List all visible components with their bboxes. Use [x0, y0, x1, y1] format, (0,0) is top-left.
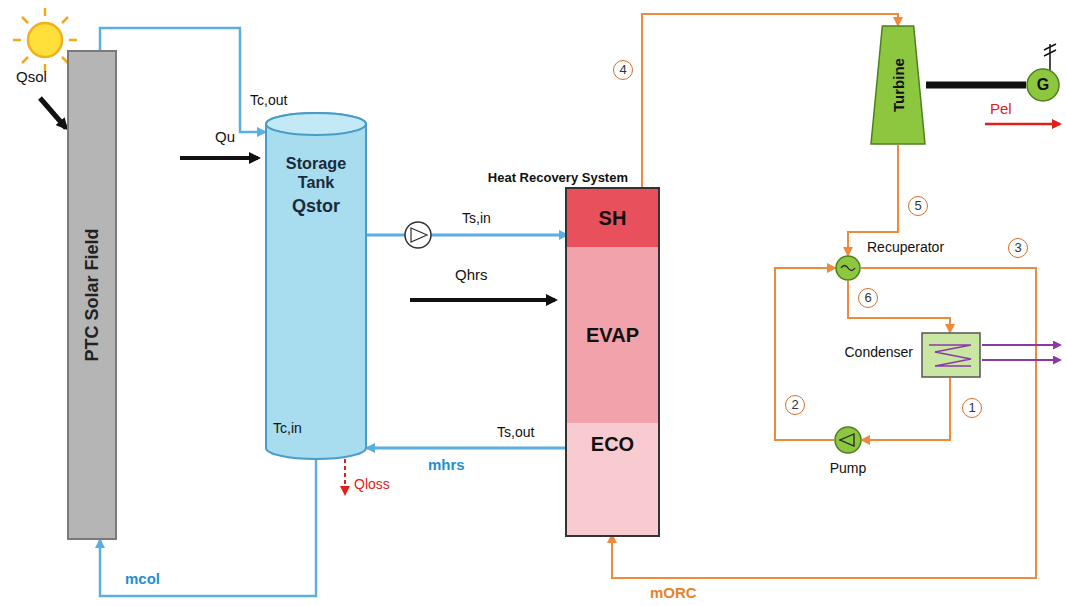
turbine: Turbine — [870, 25, 926, 145]
component-label: Pump — [830, 460, 867, 476]
power-output-arrow — [985, 123, 1060, 126]
temperature-label: Tc,in — [273, 420, 302, 436]
orc-pump-outline — [834, 426, 862, 454]
hrs-heat-arrow — [410, 298, 555, 302]
pipe-connector — [848, 145, 898, 255]
component-label: Condenser — [845, 344, 914, 360]
callout-number: 4 — [613, 60, 633, 80]
ground-symbol — [1044, 44, 1056, 70]
pipe-connector — [642, 14, 898, 189]
field-title: PTC Solar Field — [82, 228, 103, 361]
unit-heading: Heat Recovery System — [488, 170, 628, 185]
temperature-label: Tc,out — [250, 92, 287, 108]
power-label: Pel — [990, 100, 1012, 117]
pipe-connector — [367, 447, 567, 450]
useful-heat-arrow — [180, 156, 258, 160]
callout-number: 6 — [858, 288, 878, 308]
storage-tank: Storage TankQstor — [265, 112, 367, 460]
evaporator-band: EVAP — [567, 247, 658, 423]
heat-flow-label: Qsol — [16, 68, 47, 85]
cooling-water-line — [982, 359, 1060, 361]
pipe-connector — [848, 281, 950, 332]
callout-number: 1 — [962, 398, 982, 418]
component-label: Recuperator — [867, 239, 944, 255]
mass-flow-label: mhrs — [428, 456, 465, 473]
band-title: SH — [599, 207, 627, 230]
condenser-outline — [921, 332, 981, 378]
recuperator: Recuperator — [835, 255, 861, 281]
condenser: Condenser — [921, 332, 981, 378]
heat-flow-label: Qhrs — [455, 266, 488, 283]
solar-input-arrow — [40, 98, 66, 128]
heat-recovery-unit: Heat Recovery SystemSHEVAPECO — [565, 187, 660, 537]
recuperator-outline — [835, 255, 861, 281]
turbine-title: Turbine — [890, 58, 907, 112]
tank-title: Storage Tank — [265, 154, 367, 192]
pipe-connector — [775, 268, 835, 440]
pipe-connector — [367, 234, 567, 237]
callout-number: 3 — [1008, 238, 1028, 258]
heat-loss-arrow — [344, 452, 346, 494]
callout-number: 2 — [785, 395, 805, 415]
collector-field: PTC Solar Field — [67, 50, 117, 540]
temperature-label: Ts,out — [497, 424, 534, 440]
superheater-band: SH — [567, 189, 658, 247]
heat-flow-label: Qloss — [354, 476, 390, 492]
pipe-connector — [100, 28, 265, 132]
pipe-connector — [862, 378, 950, 440]
shaft-connector — [926, 82, 1026, 89]
pipe-connector — [612, 268, 1036, 578]
heat-flow-label: Qu — [215, 128, 235, 145]
band-title: EVAP — [586, 324, 639, 347]
cooling-water-line — [982, 344, 1060, 346]
generator: G — [1026, 68, 1060, 102]
mass-flow-label: mORC — [650, 584, 697, 601]
band-title: ECO — [591, 433, 634, 456]
mass-flow-label: mcol — [125, 570, 160, 587]
generator-letter: G — [1037, 76, 1049, 94]
economizer-band: ECO — [567, 423, 658, 535]
orc-pump: Pump — [834, 426, 862, 454]
pipe-connector — [100, 460, 316, 596]
circulation-pump-symbol — [405, 222, 431, 248]
storage-heat-label: Qstor — [292, 196, 340, 217]
callout-number: 5 — [908, 196, 928, 216]
temperature-label: Ts,in — [462, 210, 491, 226]
